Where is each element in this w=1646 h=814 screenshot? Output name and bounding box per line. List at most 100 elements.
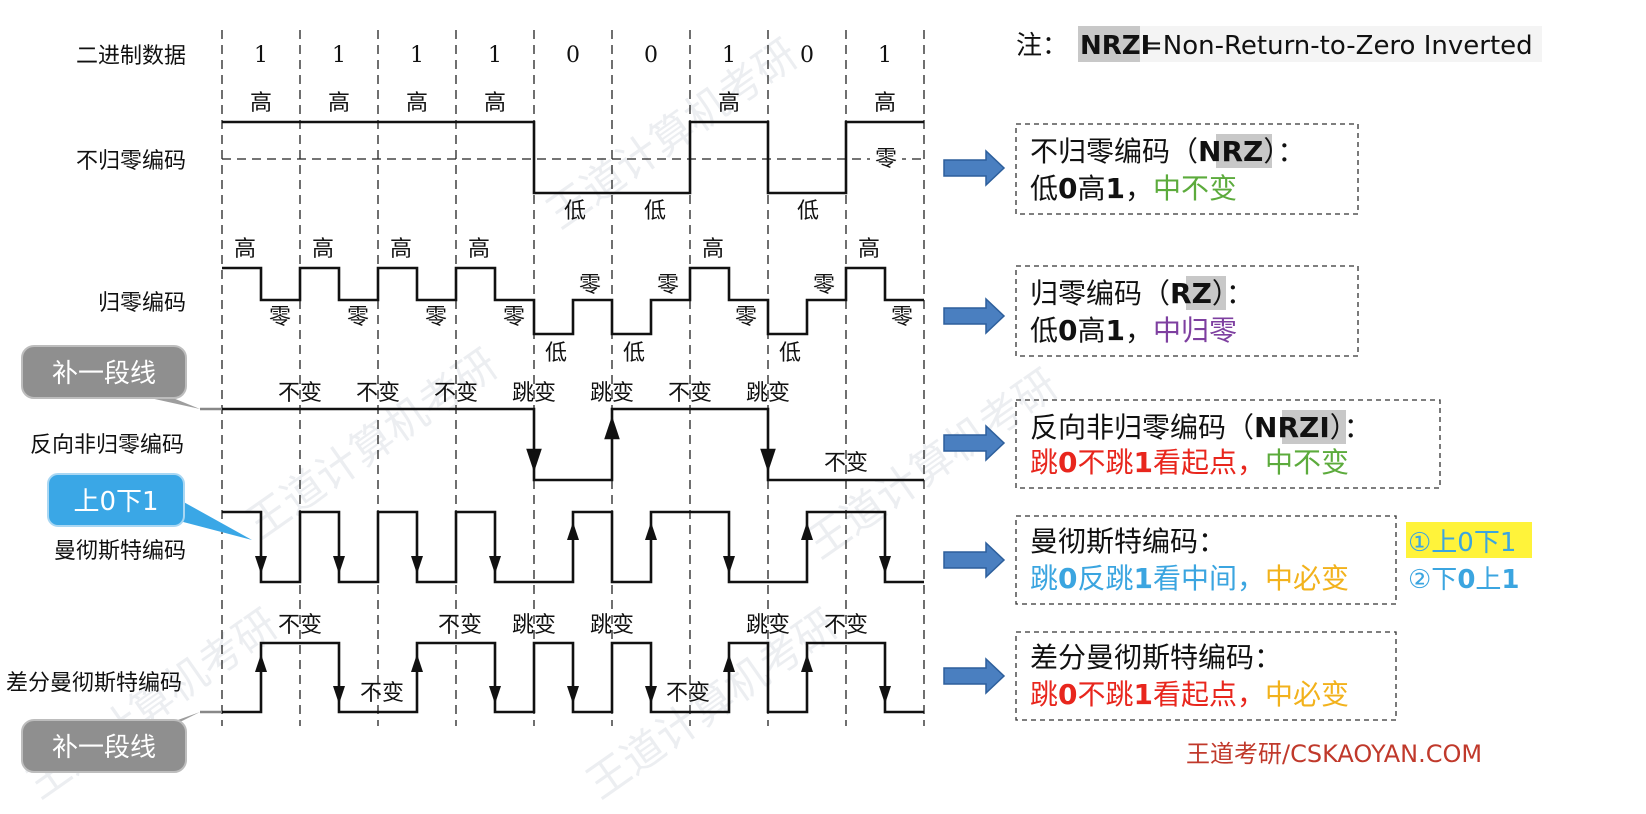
transition-label: 跳变 <box>590 613 634 638</box>
transition-label: 跳变 <box>512 613 556 638</box>
box-text: 高 <box>1078 172 1106 205</box>
manchester-waveform <box>222 510 924 584</box>
side-note-text: 上 <box>1475 565 1501 595</box>
level-label: 高 <box>718 91 740 116</box>
box-text: 跳 <box>1030 562 1058 595</box>
box-abbr: NRZI <box>1254 411 1330 444</box>
level-label: 零 <box>425 305 447 330</box>
bit-value: 1 <box>410 43 424 68</box>
box-title: 反向非归零编码（ <box>1030 411 1254 444</box>
desc-boxes: 不归零编码（NRZ）： 低0高1，中不变 归零编码（RZ）： 低0高1，中归零 … <box>1015 123 1441 721</box>
level-label: 高 <box>390 237 412 262</box>
box-text: 1 <box>1134 678 1153 711</box>
callout-add-line-bottom: 补一段线 <box>21 712 200 773</box>
box-diff-manchester: 差分曼彻斯特编码： 跳0不跳1看起点，中必变 <box>1015 631 1397 721</box>
level-label: 高 <box>858 237 880 262</box>
transition-label: 不变 <box>668 381 712 406</box>
callout-up0down1: 上0下1 <box>47 473 252 540</box>
side-note-2: ②下0上1 <box>1408 565 1520 595</box>
callout-text: 补一段线 <box>52 733 156 763</box>
box-title: 曼彻斯特编码： <box>1030 525 1226 558</box>
box-text: 看中间， <box>1153 562 1265 595</box>
side-note-text: 0 <box>1457 565 1475 595</box>
diff-manchester-label: 差分曼彻斯特编码 <box>6 671 182 696</box>
box-text: 中必变 <box>1265 562 1349 595</box>
bit-boundaries <box>221 30 925 726</box>
manchester-arrows <box>255 522 891 574</box>
transition-label: 跳变 <box>590 381 634 406</box>
transition-label: 不变 <box>360 681 404 706</box>
dman-arrows <box>255 654 891 704</box>
box-title: 归零编码（ <box>1030 277 1170 310</box>
bit-values: 1 1 1 1 0 0 1 0 1 <box>254 43 892 68</box>
svg-text:跳0不跳1看起点，中不变: 跳0不跳1看起点，中不变 <box>1030 446 1349 479</box>
transition-label: 不变 <box>824 451 868 476</box>
watermark-4: 王道计算机考研 <box>18 599 287 808</box>
box-text: 高 <box>1078 314 1106 347</box>
transition-label: 不变 <box>666 681 710 706</box>
note: 注： NRZI =Non-Return-to-Zero Inverted <box>1016 26 1542 62</box>
box-text: 不跳 <box>1078 678 1134 711</box>
box-text: 看起点， <box>1153 678 1265 711</box>
bit-value: 1 <box>254 43 268 68</box>
level-label: 低 <box>564 199 586 224</box>
transition-label: 不变 <box>438 613 482 638</box>
nrz-label: 不归零编码 <box>76 149 186 174</box>
arrow-icon <box>943 424 1006 462</box>
box-text: 不跳 <box>1078 446 1134 479</box>
box-text: 1 <box>1134 562 1153 595</box>
nrz-waveform <box>222 120 924 195</box>
note-prefix: 注： <box>1016 31 1068 61</box>
level-label: 高 <box>874 91 896 116</box>
level-label: 零 <box>875 147 897 172</box>
level-label: 低 <box>623 341 645 366</box>
level-label: 高 <box>234 237 256 262</box>
level-label: 高 <box>312 237 334 262</box>
svg-text:低0高1，中归零: 低0高1，中归零 <box>1030 314 1237 347</box>
svg-text:低0高1，中不变: 低0高1，中不变 <box>1030 172 1237 205</box>
nrzi-arrows <box>526 415 776 473</box>
box-text: 0 <box>1058 314 1077 347</box>
side-note-1: ①上0下1 <box>1408 528 1516 558</box>
note-rest: =Non-Return-to-Zero Inverted <box>1141 31 1533 61</box>
box-text: 低 <box>1030 172 1058 205</box>
watermark-2: 王道计算机考研 <box>238 339 507 548</box>
box-title: 不归零编码（ <box>1030 135 1198 168</box>
callout-add-line-top: 补一段线 <box>21 345 200 409</box>
box-title: ）： <box>1263 135 1305 168</box>
bit-value: 1 <box>488 43 502 68</box>
bit-value: 0 <box>644 43 658 68</box>
level-label: 高 <box>468 237 490 262</box>
box-text: 0 <box>1058 446 1077 479</box>
binary-data-label: 二进制数据 <box>76 44 186 69</box>
box-text: 跳 <box>1030 446 1058 479</box>
svg-text:跳0不跳1看起点，中必变: 跳0不跳1看起点，中必变 <box>1030 678 1349 711</box>
box-text: ， <box>1125 314 1153 347</box>
box-abbr: RZ <box>1170 277 1212 310</box>
note-abbr: NRZI <box>1080 31 1150 61</box>
transition-label: 不变 <box>824 613 868 638</box>
side-note-text: 1 <box>1501 565 1519 595</box>
level-label: 高 <box>484 91 506 116</box>
arrow-icon <box>943 149 1006 187</box>
box-text: 1 <box>1106 172 1125 205</box>
rz-waveform <box>222 266 924 336</box>
box-nrzi: 反向非归零编码（NRZI）： 跳0不跳1看起点，中不变 <box>1015 399 1441 489</box>
nrzi-label: 反向非归零编码 <box>30 433 184 458</box>
level-label: 零 <box>503 305 525 330</box>
nrzi-row: 不变 不变 不变 跳变 跳变 不变 跳变 不变 <box>200 381 924 482</box>
box-text: 1 <box>1134 446 1153 479</box>
box-text: 0 <box>1058 678 1077 711</box>
transition-label: 跳变 <box>746 381 790 406</box>
svg-text:跳0反跳1看中间，中必变: 跳0反跳1看中间，中必变 <box>1030 562 1349 595</box>
level-label: 高 <box>702 237 724 262</box>
arrows-right <box>943 149 1006 695</box>
bit-value: 1 <box>332 43 346 68</box>
level-label: 高 <box>406 91 428 116</box>
level-label: 零 <box>657 273 679 298</box>
transition-label: 跳变 <box>512 381 556 406</box>
manchester-label: 曼彻斯特编码 <box>54 539 186 564</box>
bit-value: 1 <box>722 43 736 68</box>
callout-text: 补一段线 <box>52 359 156 389</box>
